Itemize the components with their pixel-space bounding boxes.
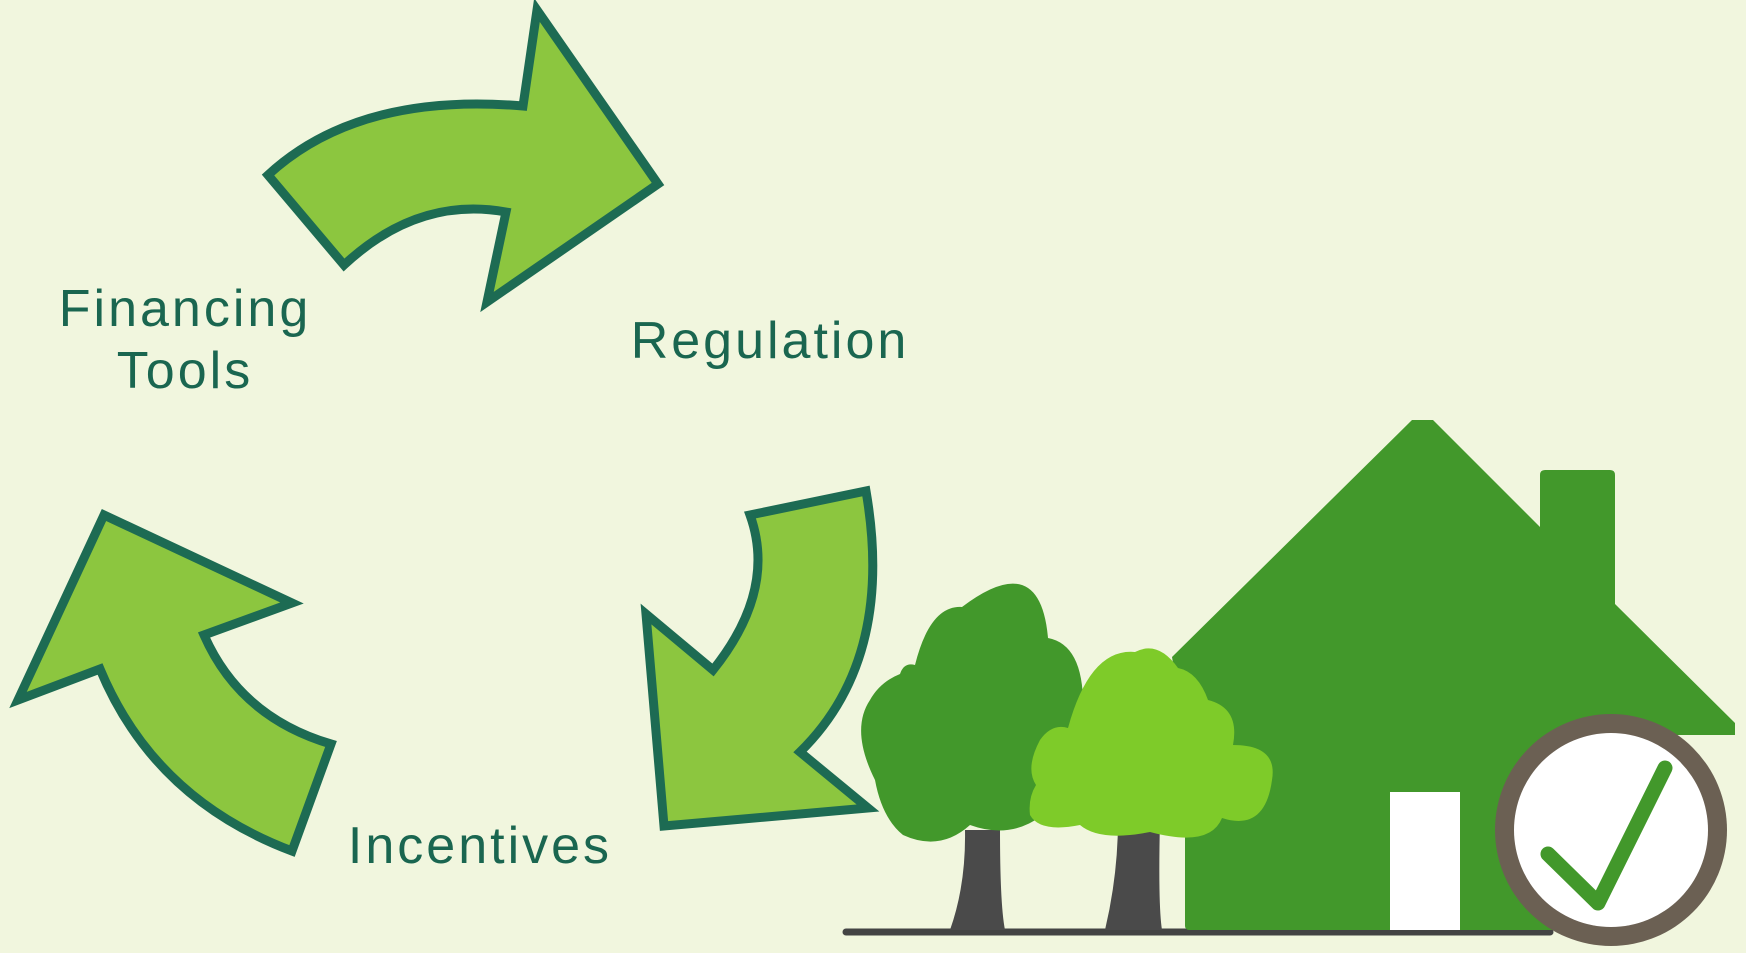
label-financing-line1: Financing	[58, 280, 312, 338]
arrow-top	[261, 0, 665, 313]
cycle-arrows	[9, 0, 880, 857]
arrow-right	[640, 485, 880, 831]
house-door	[1390, 792, 1460, 930]
checkmark-badge-icon	[1495, 714, 1727, 946]
tree-icon	[861, 583, 1273, 930]
label-incentives: Incentives	[347, 817, 613, 875]
label-financing-tools: Financing Tools	[40, 278, 330, 402]
arrow-left	[9, 509, 337, 857]
label-financing-line2: Tools	[116, 342, 254, 400]
label-regulation: Regulation	[630, 312, 910, 370]
